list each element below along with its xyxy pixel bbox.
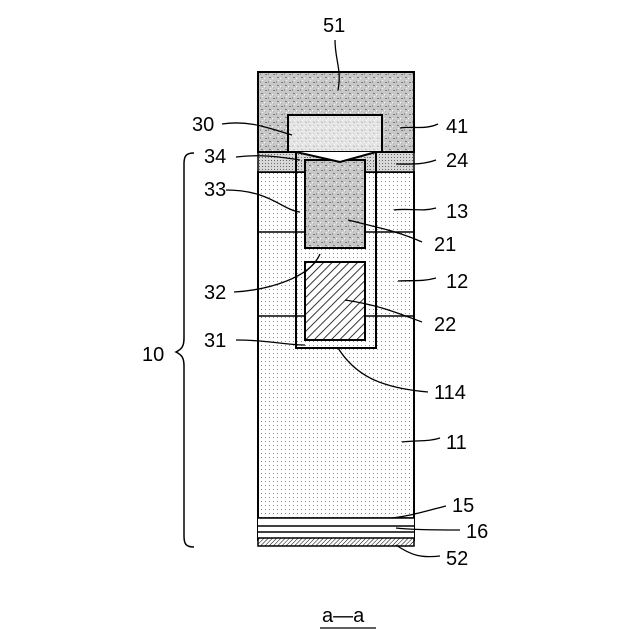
label-34: 34	[204, 146, 226, 168]
label-10: 10	[142, 344, 164, 366]
layer-15	[258, 518, 414, 526]
label-30: 30	[192, 114, 214, 136]
upper-electrode-21	[305, 160, 365, 248]
label-114: 114	[434, 382, 466, 404]
label-52: 52	[446, 548, 468, 570]
label-24: 24	[446, 150, 468, 172]
label-12: 12	[446, 271, 468, 293]
label-31: 31	[204, 330, 226, 352]
label-33: 33	[204, 179, 226, 201]
lower-electrode-22	[305, 262, 365, 340]
brace-10	[176, 153, 194, 547]
figure-caption: a—a	[322, 605, 365, 627]
label-16: 16	[466, 521, 488, 543]
label-41: 41	[446, 116, 468, 138]
label-11: 11	[446, 432, 467, 454]
label-15: 15	[452, 495, 474, 517]
label-32: 32	[204, 282, 226, 304]
label-51: 51	[323, 15, 345, 37]
label-22: 22	[434, 314, 456, 336]
bottom-electrode-52	[258, 538, 414, 546]
label-21: 21	[434, 234, 456, 256]
label-13: 13	[446, 201, 468, 223]
